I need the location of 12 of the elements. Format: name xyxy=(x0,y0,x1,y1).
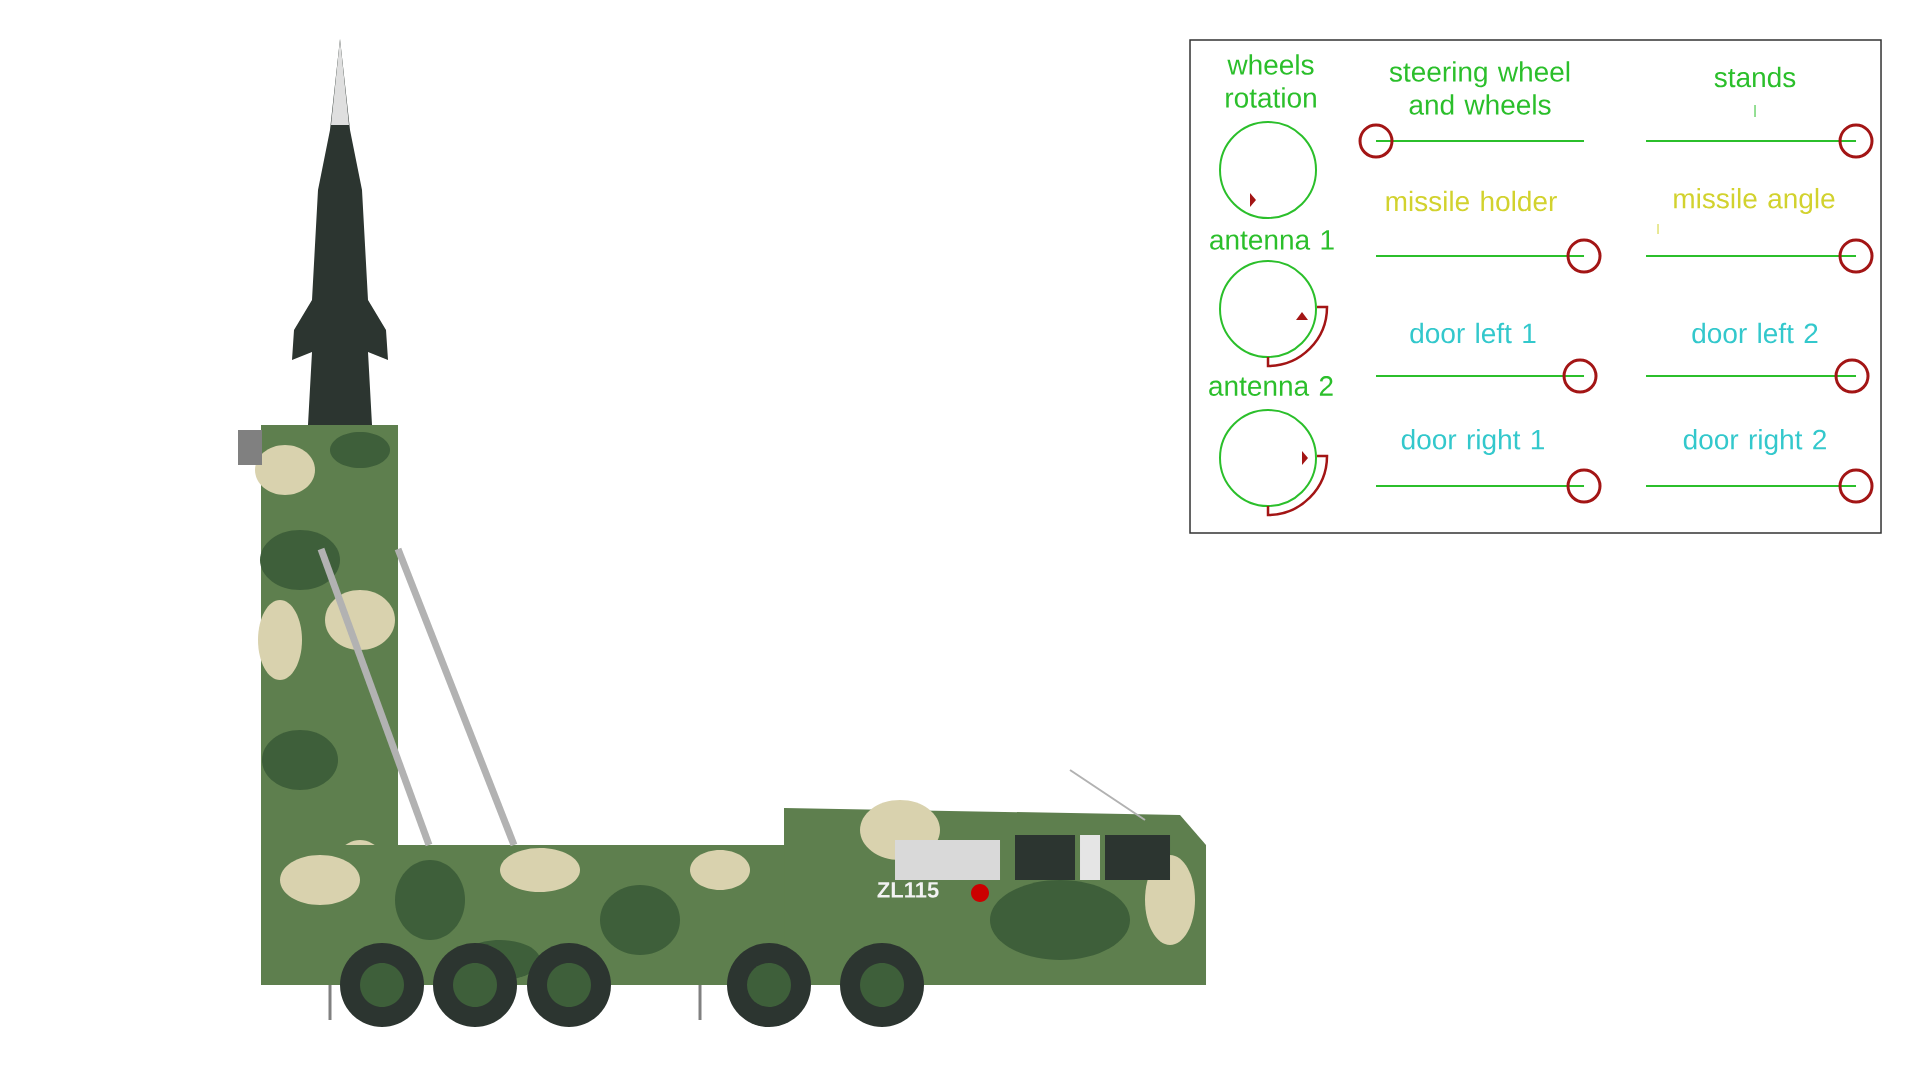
control-label: missile angle xyxy=(1674,187,1835,215)
control-label: door right 1 xyxy=(1401,428,1544,456)
control-label: door left 2 xyxy=(1692,322,1818,344)
control-label: steering wheel and wheels xyxy=(1389,61,1570,115)
vehicle-number: ZL115 xyxy=(877,882,939,898)
control-label: stands xyxy=(1714,66,1796,88)
control-label: antenna 2 xyxy=(1209,376,1333,396)
control-label: wheels rotation xyxy=(1226,54,1316,108)
control-label: door right 2 xyxy=(1683,428,1826,456)
control-label: antenna 1 xyxy=(1210,230,1334,250)
control-label: missile holder xyxy=(1386,190,1557,212)
control-label: door left 1 xyxy=(1410,322,1536,344)
